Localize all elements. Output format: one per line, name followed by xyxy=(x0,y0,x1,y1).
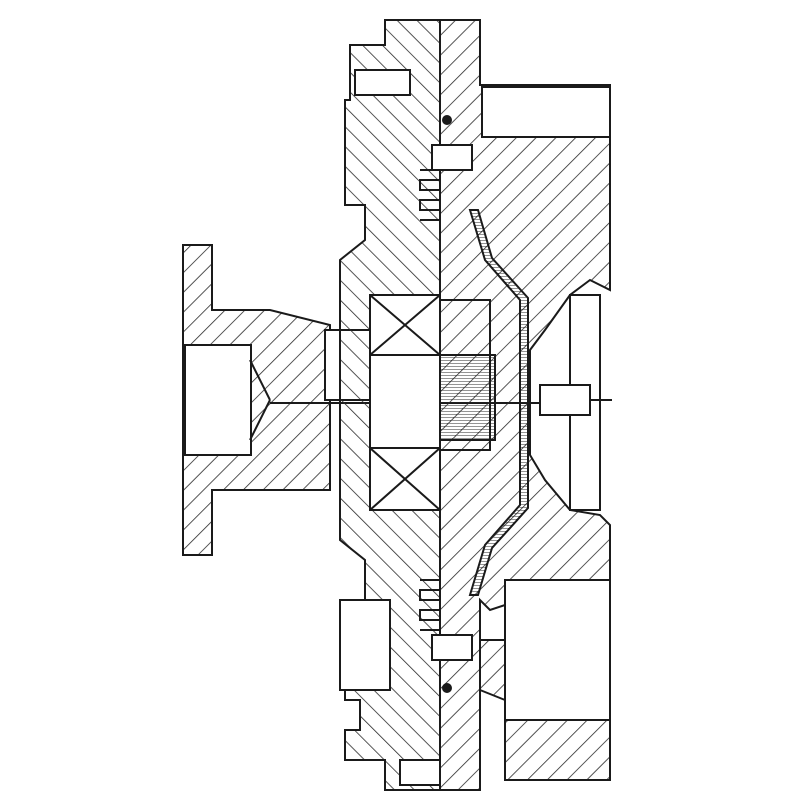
o-ring-bottom xyxy=(442,683,452,693)
valve-pin xyxy=(539,384,591,416)
seal-ring-top xyxy=(431,144,473,171)
bearing-spacer xyxy=(369,354,441,449)
labyrinth-seal-bottom xyxy=(419,579,441,631)
bore-edge xyxy=(249,359,271,401)
bearing-lower-cross xyxy=(369,447,441,511)
bearing-upper-cross xyxy=(369,294,441,356)
clutch-disc xyxy=(468,209,529,596)
bolt-pocket-top xyxy=(354,69,411,96)
housing-fin-bottom xyxy=(504,579,611,721)
bore-edge xyxy=(249,399,271,441)
bolt-pocket-bottom-2 xyxy=(399,759,441,786)
housing-fin-top xyxy=(481,86,611,138)
labyrinth-seal-top xyxy=(419,169,441,221)
o-ring-top xyxy=(442,115,452,125)
mounting-flange xyxy=(182,244,331,556)
inner-hub xyxy=(439,299,491,451)
splined-hub xyxy=(439,354,496,441)
flange-bore xyxy=(184,344,252,456)
seal-ring-bottom xyxy=(431,634,473,661)
bolt-pocket-bottom xyxy=(339,599,391,691)
